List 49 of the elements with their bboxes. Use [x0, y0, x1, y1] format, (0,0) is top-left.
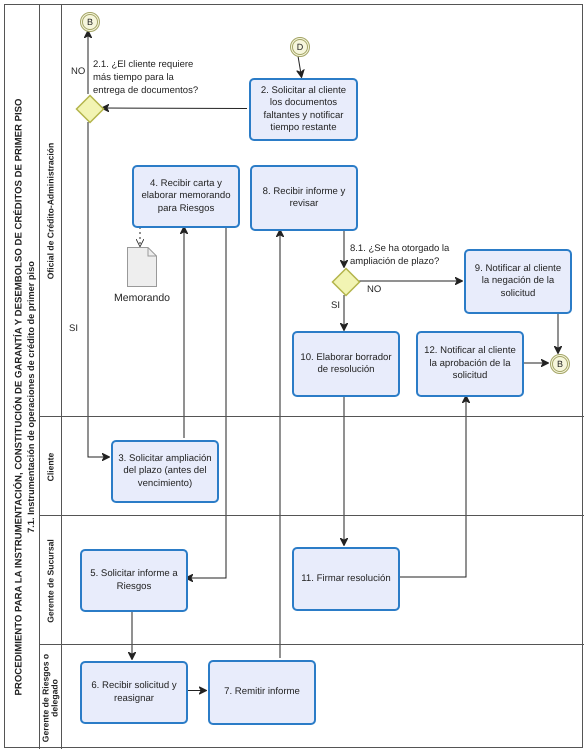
arrow [340, 294, 348, 332]
dashed-arrow [136, 226, 144, 248]
task-box: 8. Recibir informe y revisar [250, 165, 358, 231]
event-circle: B [80, 12, 100, 32]
event-circle: D [290, 37, 310, 57]
arrow [522, 358, 550, 368]
event-circle: B [550, 354, 570, 374]
arrow [276, 228, 284, 658]
edge-label: SI [68, 324, 79, 334]
arrow [84, 30, 92, 94]
arrow [398, 394, 470, 578]
arrow [358, 276, 464, 286]
task-box: 3. Solicitar ampliación del plazo (antes del vencimiento) [111, 440, 219, 503]
task-box: 11. Firmar resolución [292, 547, 400, 611]
pool-subtitle: 7.1. Instrumentación de operaciones de crédito de primer piso [26, 261, 36, 533]
arrow [186, 686, 208, 695]
swimlane-pool [4, 4, 583, 748]
edge-label: NO [70, 67, 86, 78]
lane-label: Oficial de Crédito-Administración [46, 141, 56, 281]
task-box: 10. Elaborar borrador de resolución [292, 331, 400, 397]
lane-label: Cliente [46, 451, 56, 483]
question-label: 8.1. ¿Se ha otorgado la ampliación de plazo? [350, 243, 450, 269]
swimlane-lane [39, 416, 584, 515]
edge-label: SI [330, 301, 341, 312]
arrow [128, 610, 136, 660]
lane-label: Gerente de Sucursal [46, 538, 56, 624]
lane-label: Gerente de Riesgos o delegado [42, 652, 60, 744]
arrow [340, 396, 348, 546]
arrow [554, 312, 562, 354]
task-box: 12. Notificar al cliente la aprobación de la solicitud [416, 331, 524, 397]
task-box: 9. Notificar al cliente la negación de la solicitud [464, 249, 572, 314]
arrow [296, 56, 305, 78]
task-box: 4. Recibir carta y elaborar memorando para Riesgos [132, 165, 240, 228]
swimlane-lane [39, 644, 584, 749]
arrow [340, 230, 348, 268]
swimlane-lane [39, 515, 584, 644]
task-box: 2. Solicitar al cliente los documentos faltantes y notificar tiempo restante [249, 78, 358, 141]
task-box: 7. Remitir informe [208, 660, 316, 725]
pool-title: PROCEDIMIENTO PARA LA INSTRUMENTACIÓN, CONSTITUCIÓN DE GARANTÍA Y DESEMBOLSO DE CRÉDITOS DE PRIMER PISO [14, 98, 24, 696]
document-label: Memorando [112, 292, 172, 304]
arrow [100, 104, 248, 112]
arrow [88, 122, 110, 462]
decision-diamond [76, 95, 104, 123]
task-box: 5. Solicitar informe a Riesgos [80, 549, 188, 612]
arrow [180, 226, 188, 438]
question-label: 2.1. ¿El cliente requiere más tiempo para la entrega de documentos? [93, 59, 200, 97]
task-box: 6. Recibir solicitud y reasignar [80, 661, 188, 724]
edge-label: NO [366, 285, 382, 296]
decision-diamond [332, 268, 360, 296]
